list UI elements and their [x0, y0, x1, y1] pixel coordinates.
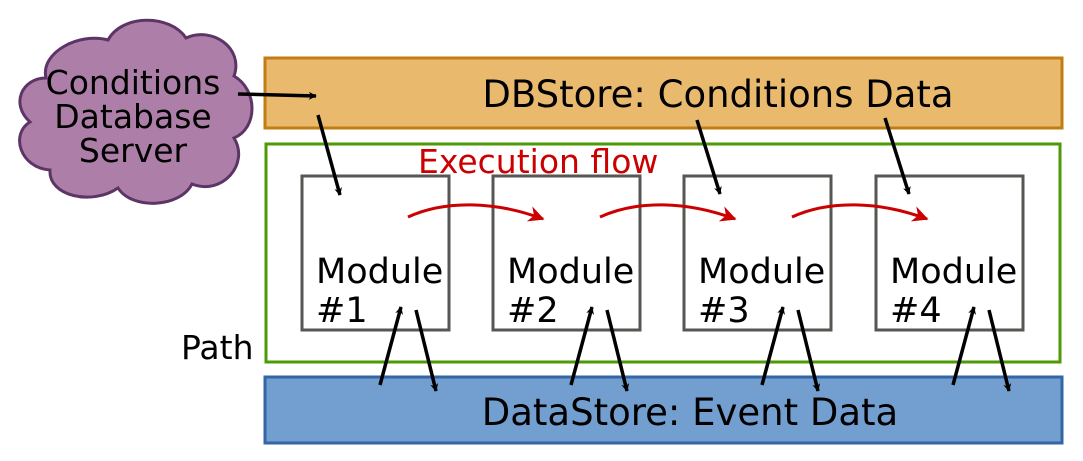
dbstore-to-module-4-arrow — [883, 117, 911, 195]
module-name: Module — [316, 252, 443, 292]
module-1-write-arrow — [414, 309, 439, 392]
cloud-shape — [18, 18, 254, 205]
cloud-line-3: Server — [79, 131, 188, 170]
dbstore-label: DBStore: Conditions Data — [482, 73, 953, 116]
module-number: #2 — [507, 291, 559, 331]
module-name: Module — [890, 252, 1017, 292]
dbstore-box — [263, 56, 1064, 130]
conditions-database-server-cloud: Conditions Database Server — [18, 18, 254, 205]
path-box — [264, 142, 1062, 364]
module-1-read-arrow — [378, 306, 403, 386]
datastore-box — [263, 375, 1064, 445]
module-3: Module #3 — [682, 174, 833, 332]
module-box — [491, 174, 642, 332]
module-2: Module #2 — [491, 174, 642, 332]
module-name: Module — [507, 252, 634, 292]
dbstore-to-module-3-arrow — [695, 119, 722, 195]
module-number: #1 — [316, 291, 368, 331]
server-to-dbstore-arrow — [237, 91, 317, 100]
module-name: Module — [698, 252, 825, 292]
module-number: #4 — [890, 291, 942, 331]
module-box — [300, 174, 451, 332]
module-2-read-arrow — [569, 306, 594, 386]
module-3-read-arrow — [760, 306, 785, 386]
cloud-line-1: Conditions — [46, 63, 221, 102]
module-3-write-arrow — [796, 309, 821, 392]
module-4: Module #4 — [874, 174, 1025, 332]
module-box — [682, 174, 833, 332]
module-4-write-arrow — [987, 309, 1012, 392]
module-2-write-arrow — [605, 309, 630, 392]
module-4-read-arrow — [951, 306, 976, 386]
cloud-line-2: Database — [54, 97, 211, 136]
datastore-label: DataStore: Event Data — [482, 391, 898, 434]
module-number: #3 — [698, 291, 750, 331]
conditions-arrows — [237, 91, 911, 196]
execution-flow-arrow-3-4 — [791, 203, 929, 222]
event-data-arrows — [378, 306, 1012, 392]
execution-flow-arrow-1-2 — [407, 203, 545, 222]
module-1: Module #1 — [300, 174, 451, 332]
dbstore-to-module-1-arrow — [316, 114, 342, 196]
path-label: Path — [181, 328, 254, 367]
execution-flow-arrow-2-3 — [599, 203, 737, 222]
module-box — [874, 174, 1025, 332]
